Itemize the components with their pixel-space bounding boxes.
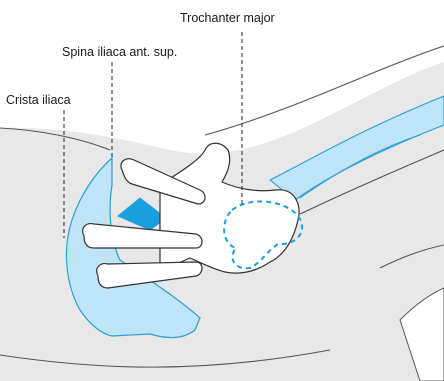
label-spina-iliaca: Spina iliaca ant. sup. <box>62 45 177 59</box>
label-trochanter-major: Trochanter major <box>180 11 275 25</box>
label-crista-iliaca: Crista iliaca <box>6 93 71 107</box>
